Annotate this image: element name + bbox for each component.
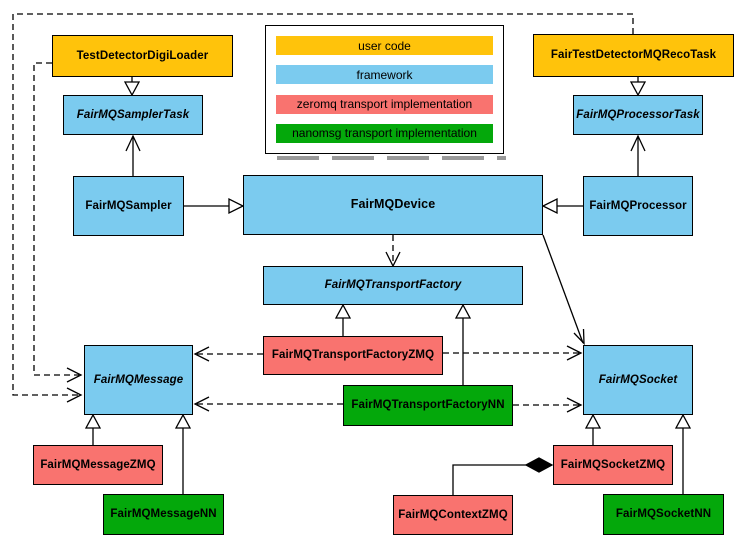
node-fairmqtransportfactorynn: FairMQTransportFactoryNN <box>343 385 513 426</box>
arrowhead-open <box>630 134 646 152</box>
node-fairmqcontextzmq: FairMQContextZMQ <box>393 495 513 535</box>
node-fairmqsampler: FairMQSampler <box>73 176 184 236</box>
legend-item-nanomsg: nanomsg transport implementation <box>276 123 493 143</box>
legend-label: user code <box>358 38 411 53</box>
arrowhead-open <box>66 387 83 403</box>
arrowhead-filled-diamond <box>524 457 554 473</box>
legend-label: zeromq transport implementation <box>296 97 473 112</box>
node-fairtestdetectormqrecotask: FairTestDetectorMQRecoTask <box>533 34 734 77</box>
node-fairmqprocessor: FairMQProcessor <box>583 176 693 236</box>
legend-item-framework: framework <box>276 65 493 85</box>
arrowhead-open <box>573 328 585 346</box>
node-fairmqmessagezmq: FairMQMessageZMQ <box>33 445 163 485</box>
node-fairmqsocket: FairMQSocket <box>583 345 693 415</box>
arrowhead-open <box>125 134 141 152</box>
arrowhead-open <box>193 346 210 362</box>
arrowhead-hollow-triangle <box>174 413 192 429</box>
arrowhead-open <box>66 367 83 383</box>
arrowhead-hollow-triangle <box>454 303 472 319</box>
arrowhead-hollow-triangle <box>123 81 141 97</box>
legend-label: framework <box>356 67 413 82</box>
node-fairmqprocessortask: FairMQProcessorTask <box>573 95 703 135</box>
arrowhead-hollow-triangle <box>541 197 558 215</box>
legend: user code framework zeromq transport imp… <box>265 25 504 154</box>
node-fairmqtransportfactory: FairMQTransportFactory <box>263 266 523 305</box>
edge-digiloader-message <box>33 62 79 376</box>
legend-label: nanomsg transport implementation <box>292 126 477 141</box>
arrowhead-open <box>566 397 583 413</box>
arrowhead-hollow-triangle <box>674 413 692 429</box>
node-fairmqmessagenn: FairMQMessageNN <box>103 494 224 535</box>
node-fairmqmessage: FairMQMessage <box>84 345 193 415</box>
edge-device-socket <box>542 234 584 344</box>
edge-contextzmq-socketzmq <box>452 464 526 495</box>
edge-recotask-message <box>12 13 634 396</box>
arrowhead-hollow-triangle <box>334 303 352 319</box>
node-fairmqsocketnn: FairMQSocketNN <box>603 494 724 535</box>
arrowhead-hollow-triangle <box>228 197 245 215</box>
node-fairmqtransportfactoryzmq: FairMQTransportFactoryZMQ <box>263 336 443 375</box>
node-fairmqsocketzmq: FairMQSocketZMQ <box>553 445 673 485</box>
legend-item-user-code: user code <box>276 36 493 55</box>
arrowhead-open <box>566 345 583 361</box>
node-fairmqdevice: FairMQDevice <box>243 175 543 235</box>
node-fairmqsamplertask: FairMQSamplerTask <box>63 95 203 135</box>
arrowhead-hollow-triangle <box>629 81 647 97</box>
node-testdetectordigiloader: TestDetectorDigiLoader <box>52 35 233 77</box>
arrowhead-open <box>193 396 210 412</box>
legend-item-zeromq: zeromq transport implementation <box>276 94 493 114</box>
arrowhead-hollow-triangle <box>584 413 602 429</box>
arrowhead-hollow-triangle <box>84 413 102 429</box>
